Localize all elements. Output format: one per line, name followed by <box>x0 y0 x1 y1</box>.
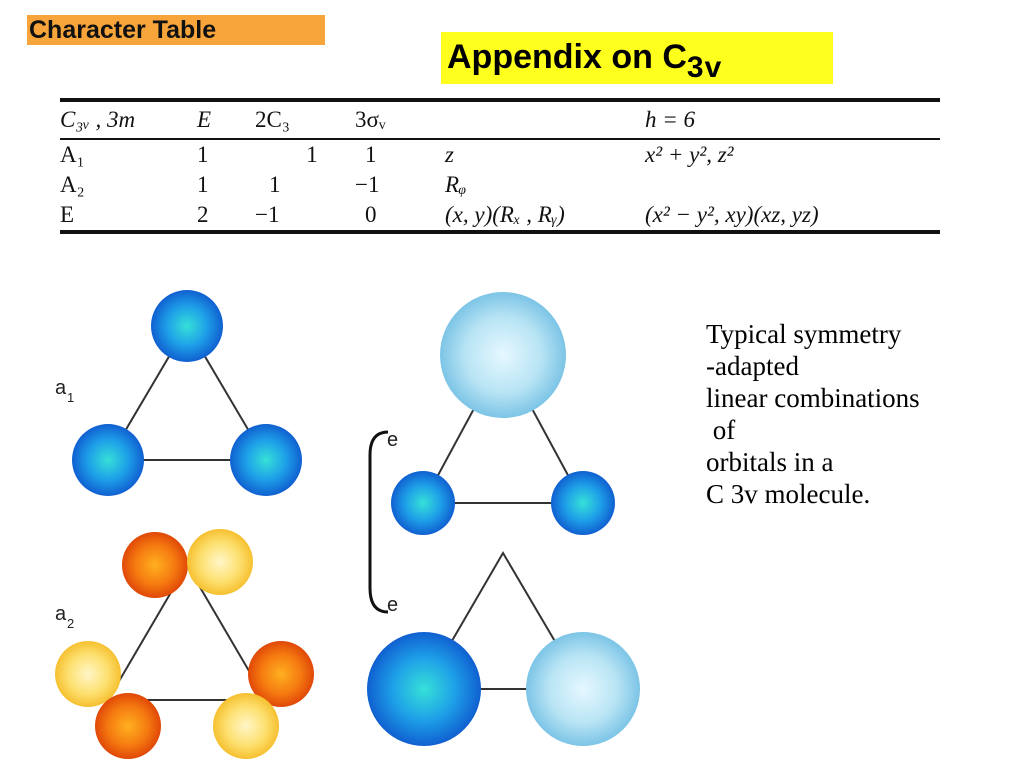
a2-lobe-left-lower <box>95 693 161 759</box>
caption-line: Typical symmetry <box>706 319 902 349</box>
e2-orbital-left <box>367 632 481 746</box>
cell-linear: Rᵩ <box>445 172 467 197</box>
row-label: A₂ <box>60 172 85 197</box>
cell-sigma: −1 <box>355 172 380 197</box>
cell-sigma: 1 <box>365 142 377 167</box>
a1-orbital-left <box>72 424 144 496</box>
e-label-bottom: e <box>387 594 398 616</box>
a2-lobe-top-left <box>122 532 188 598</box>
caption-line: orbitals in a <box>706 447 834 477</box>
e1-orbital-left <box>391 471 455 535</box>
cell-c3: 1 <box>306 142 318 167</box>
a2-orbital-set <box>55 529 314 759</box>
a2-lobe-right-upper <box>248 641 314 707</box>
page-title: Appendix on C3v <box>441 32 833 84</box>
cell-quadratic: x² + y², z² <box>645 142 734 167</box>
cell-quadratic: (x² − y², xy)(xz, yz) <box>645 202 819 227</box>
row-label: E <box>60 202 75 227</box>
a2-label: a <box>55 603 67 625</box>
table-row: E 2 −1 0 (x, y)(Rₓ , Rᵧ) (x² − y², xy)(x… <box>60 200 940 232</box>
cell-e: 1 <box>197 142 209 167</box>
a1-label: a <box>55 377 67 399</box>
cell-c3: 1 <box>269 172 281 197</box>
cell-e: 1 <box>197 172 209 197</box>
a2-lobe-left-upper <box>55 641 121 707</box>
a2-lobe-right-lower <box>213 693 279 759</box>
header-e: E <box>197 107 212 132</box>
table-row: A₂ 1 1 −1 Rᵩ <box>60 170 940 200</box>
row-label: A₁ <box>60 142 85 167</box>
e1-orbital-right <box>551 471 615 535</box>
character-table-tag: Character Table <box>27 15 325 45</box>
e1-orbital-top <box>440 292 566 418</box>
table-header-row: C₃ᵥ , 3m E 2C₃ 3σᵥ h = 6 <box>60 100 940 139</box>
a1-orbital-right <box>230 424 302 496</box>
cell-quadratic <box>645 170 940 200</box>
figure-caption: Typical symmetry -adapted linear combina… <box>706 318 1006 510</box>
character-table: C₃ᵥ , 3m E 2C₃ 3σᵥ h = 6 A₁ 1 1 1 z x² +… <box>60 98 940 234</box>
a2-lobe-top-right <box>187 529 253 595</box>
cell-e: 2 <box>197 202 209 227</box>
orbital-diagram: a 1 a 2 e e <box>55 290 640 759</box>
caption-line: of <box>706 415 736 445</box>
cell-linear: z <box>445 142 454 167</box>
a2-label-sub: 2 <box>67 616 74 631</box>
header-linear <box>445 100 645 139</box>
e-pair-bracket <box>368 430 389 614</box>
title-main: Appendix on C <box>447 38 687 76</box>
e-orbital-set-2 <box>367 551 640 746</box>
a1-orbital-set <box>72 290 302 496</box>
a1-orbital-top <box>151 290 223 362</box>
header-2c3: 2C₃ <box>255 107 290 132</box>
caption-line: C 3v molecule. <box>706 479 871 509</box>
title-subscript: 3v <box>686 51 723 84</box>
cell-sigma: 0 <box>365 202 377 227</box>
header-group: C₃ᵥ , 3m <box>60 107 136 132</box>
caption-line: -adapted <box>706 351 799 381</box>
table-row: A₁ 1 1 1 z x² + y², z² <box>60 139 940 170</box>
e2-orbital-right <box>526 632 640 746</box>
cell-c3: −1 <box>255 202 280 227</box>
e-orbital-set-1 <box>391 292 615 535</box>
header-order: h = 6 <box>645 107 696 132</box>
caption-line: linear combinations <box>706 383 920 413</box>
a1-label-sub: 1 <box>67 390 74 405</box>
e-label-top: e <box>387 429 398 451</box>
header-3sigma: 3σᵥ <box>355 107 386 132</box>
cell-linear: (x, y)(Rₓ , Rᵧ) <box>445 202 565 227</box>
